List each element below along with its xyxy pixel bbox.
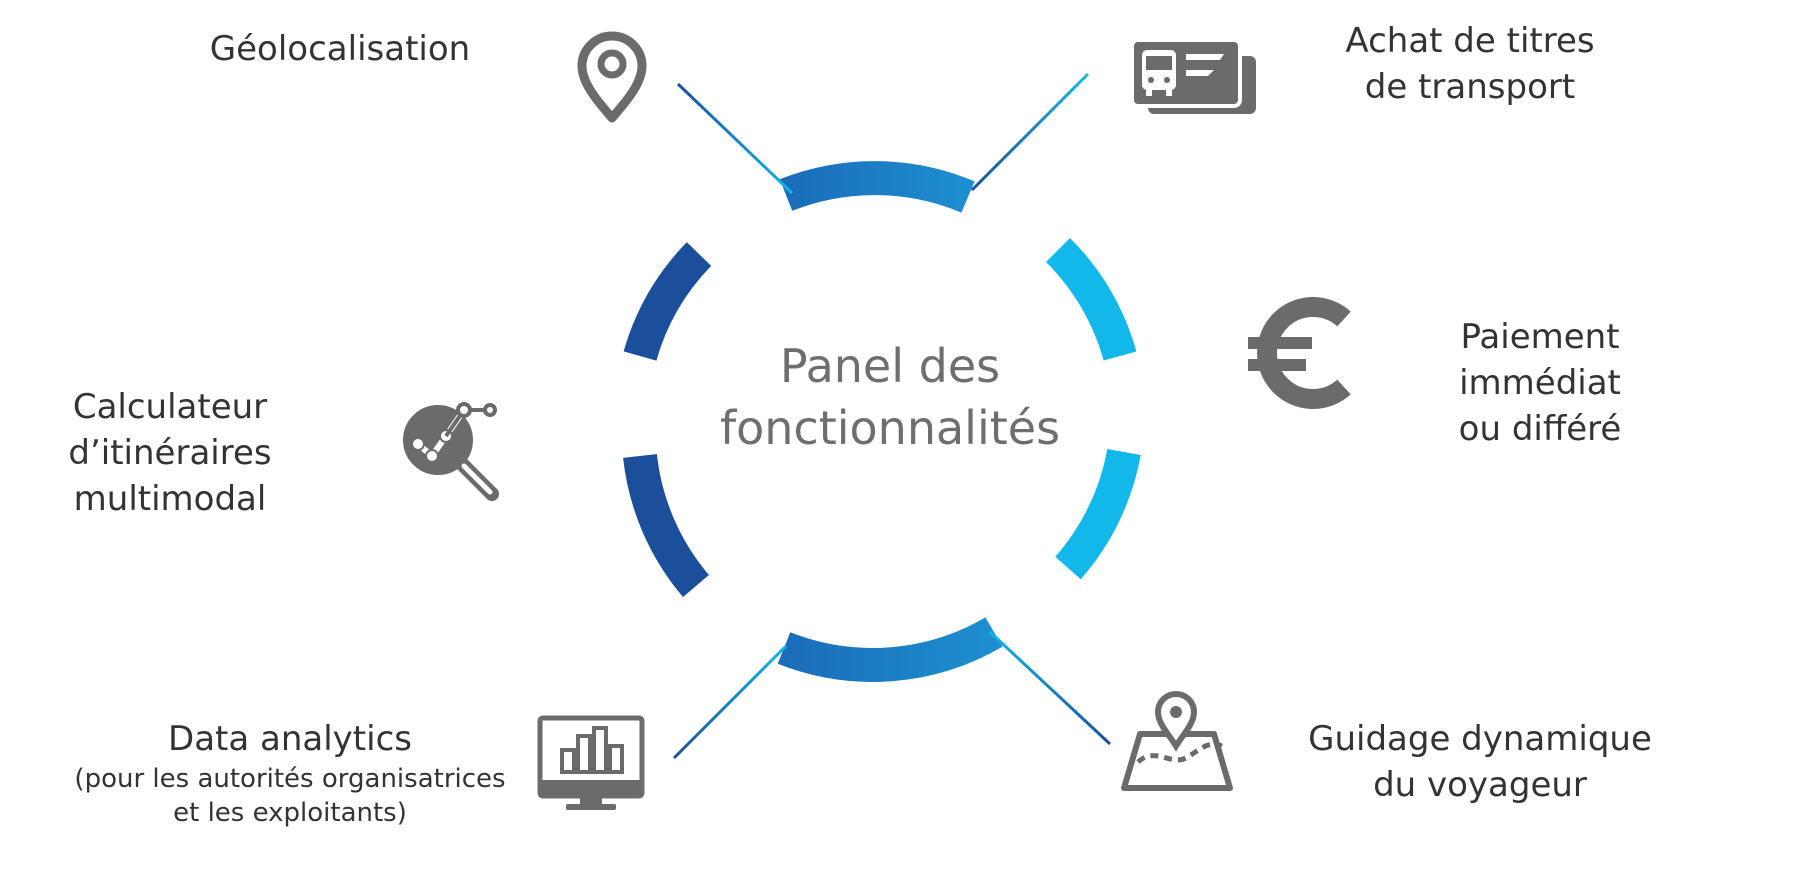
ring-arc-top (779, 161, 975, 213)
feature-guidance-label-1: Guidage dynamique (1308, 719, 1652, 759)
feature-payment-label-3: ou différé (1458, 409, 1622, 449)
feature-route-calculator-label-1: Calculateur (72, 387, 268, 427)
center-title-line-1: Panel des (779, 339, 1001, 393)
map-pin-icon (1121, 691, 1233, 791)
feature-analytics-label: Data analytics (168, 719, 412, 759)
ring-arc-lower-right (1055, 448, 1141, 580)
bus-ticket-icon (1130, 38, 1256, 114)
ring-arc-upper-right (1045, 237, 1137, 361)
feature-guidance: Guidage dynamique du voyageur (1280, 716, 1680, 808)
feature-route-calculator-label-2: d’itinéraires (68, 433, 272, 473)
feature-route-calculator-label-3: multimodal (73, 479, 267, 519)
feature-payment-label-2: immédiat (1459, 363, 1621, 403)
feature-payment: Paiement immédiat ou différé (1420, 314, 1660, 452)
feature-tickets-label-2: de transport (1364, 67, 1576, 107)
feature-guidance-label-2: du voyageur (1373, 765, 1587, 805)
euro-icon (1248, 297, 1351, 409)
feature-analytics-sub-1: (pour les autorités organisatrices (74, 764, 506, 794)
feature-analytics: Data analytics (pour les autorités organ… (40, 716, 540, 830)
feature-route-calculator: Calculateur d’itinéraires multimodal (40, 384, 300, 522)
feature-tickets: Achat de titres de transport (1300, 18, 1640, 110)
ring-arc-bottom (777, 617, 1003, 682)
center-title-line-2: fonctionnalités (719, 401, 1061, 455)
feature-geolocation-label: Géolocalisation (209, 29, 471, 69)
connector-tickets (970, 72, 1090, 192)
center-title: Panel des fonctionnalités (690, 335, 1090, 459)
location-pin-icon (577, 31, 647, 123)
feature-payment-label-1: Paiement (1460, 317, 1620, 357)
route-search-icon (403, 402, 499, 501)
ring-arc-upper-left (623, 242, 712, 361)
feature-tickets-label-1: Achat de titres (1345, 21, 1595, 61)
ring-arc-lower-left (623, 453, 710, 598)
connector-geolocation (676, 82, 794, 195)
connector-analytics (672, 644, 788, 760)
feature-analytics-sub-2: et les exploitants) (173, 798, 407, 828)
monitor-chart-icon (537, 715, 645, 810)
connector-guidance (988, 630, 1112, 746)
feature-geolocation: Géolocalisation (160, 26, 520, 72)
